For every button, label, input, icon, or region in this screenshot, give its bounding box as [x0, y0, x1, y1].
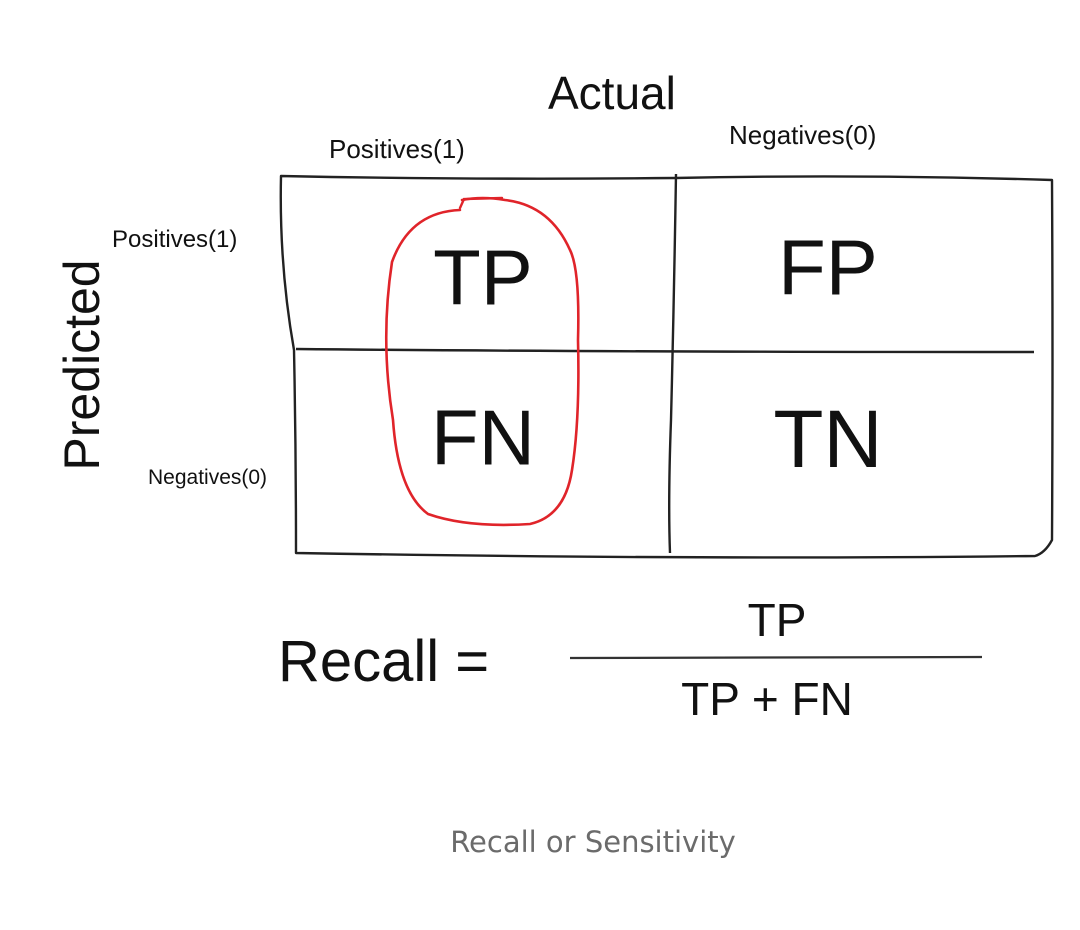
predicted-negatives-label: Negatives(0): [148, 466, 268, 489]
matrix-vertical-divider: [668, 173, 678, 554]
cell-true-negative: TN: [773, 394, 883, 485]
highlight-loop: [384, 196, 580, 527]
actual-negatives-label: Negatives(0): [729, 120, 877, 150]
recall-formula-denominator: TP + FN: [681, 673, 853, 725]
actual-axis-label: Actual: [548, 67, 676, 119]
figure-caption: Recall or Sensitivity: [450, 825, 736, 859]
cell-true-positive: TP: [433, 233, 533, 322]
recall-formula-numerator: TP: [747, 594, 807, 646]
predicted-positives-label: Positives(1): [112, 226, 238, 253]
recall-formula-lhs: Recall =: [278, 629, 490, 694]
cell-false-positive: FP: [778, 223, 878, 312]
matrix-outline: [279, 174, 1054, 559]
predicted-axis-label: Predicted: [54, 259, 110, 471]
actual-positives-label: Positives(1): [329, 134, 465, 164]
highlight-loop-tail: [458, 196, 504, 210]
fraction-bar: [569, 655, 983, 660]
cell-false-negative: FN: [431, 393, 535, 482]
matrix-horizontal-divider: [295, 347, 1035, 354]
